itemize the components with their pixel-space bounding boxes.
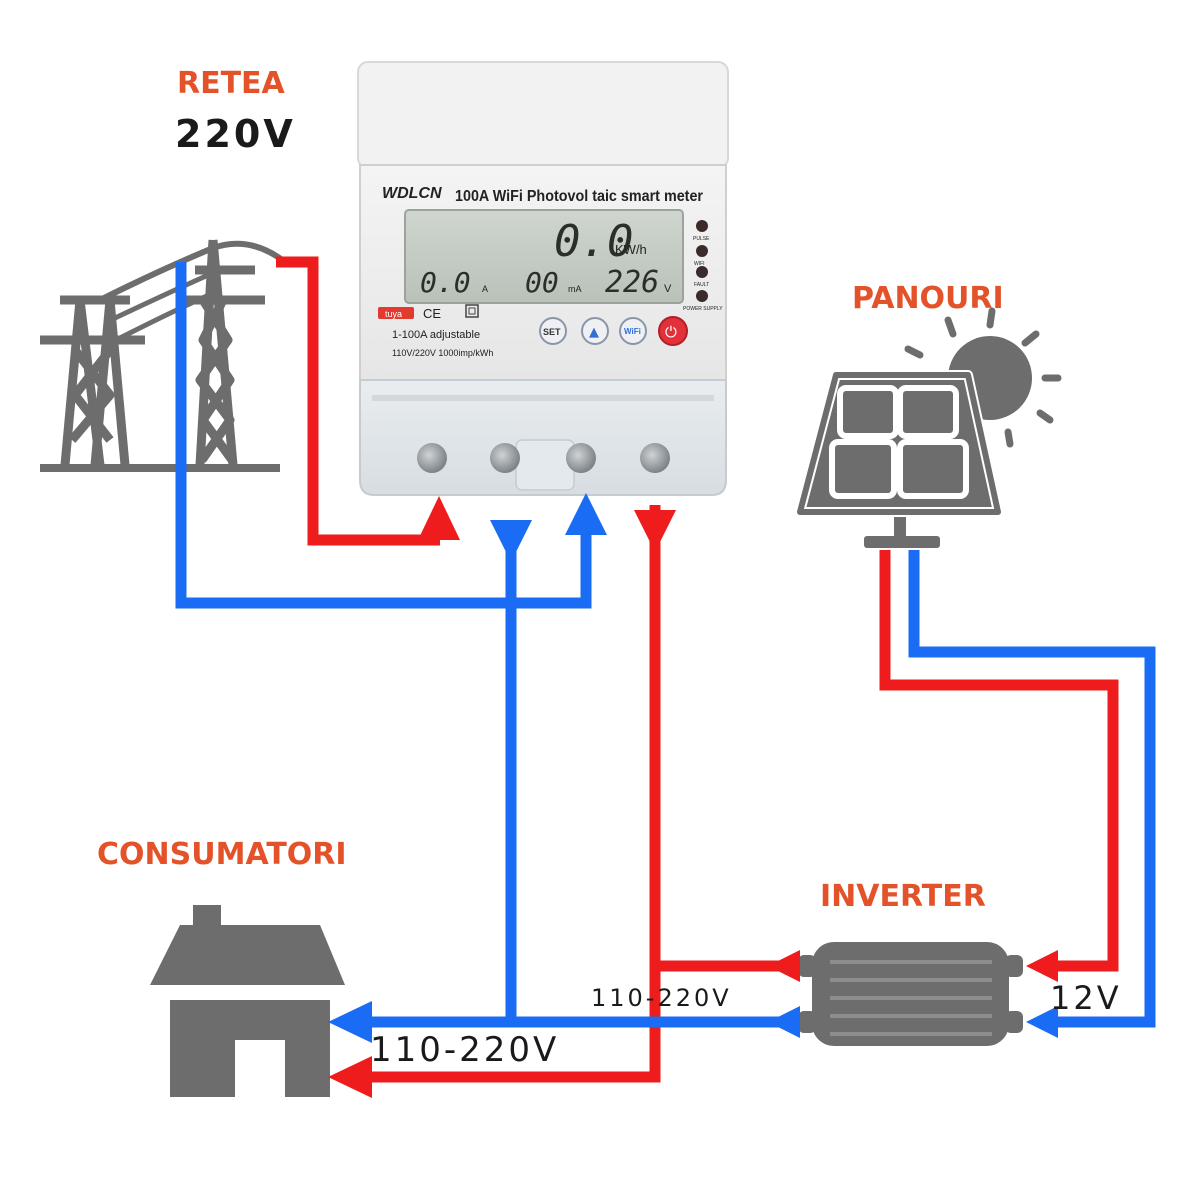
arrow-left-icon bbox=[768, 950, 800, 982]
house-icon bbox=[150, 905, 345, 1097]
voltage-label-lower: 110-220V bbox=[370, 1030, 559, 1070]
solar-panel-icon bbox=[795, 307, 1062, 548]
tuya-badge-label: tuya bbox=[385, 309, 402, 319]
spec-line-2: 110V/220V 1000imp/kWh bbox=[392, 348, 493, 358]
wifi-label: WIFI bbox=[694, 261, 705, 267]
meter-model: 100A WiFi Photovol taic smart meter bbox=[455, 188, 703, 205]
power-pylon-icon bbox=[40, 239, 287, 472]
grid-voltage: 220V bbox=[175, 112, 296, 156]
lcd-current-unit: A bbox=[482, 284, 488, 294]
pulse-led bbox=[696, 220, 708, 232]
cert-marks: CE bbox=[423, 306, 441, 321]
tuya-badge bbox=[378, 307, 414, 319]
fault-label: FAULT bbox=[694, 282, 709, 288]
indicator-leds: PULSE WIFI FAULT POWER SUPPLY bbox=[683, 220, 723, 312]
dc-voltage-label: 12V bbox=[1050, 979, 1122, 1017]
terminal-screw-3 bbox=[566, 443, 596, 473]
panel-dc-live-wire bbox=[879, 550, 1119, 972]
power-led bbox=[696, 290, 708, 302]
consumers-title: CONSUMATORI bbox=[97, 837, 347, 872]
power-button[interactable]: ⏻ bbox=[658, 316, 688, 346]
svg-text:▲: ▲ bbox=[589, 325, 599, 340]
load-live-wire bbox=[350, 505, 661, 1083]
lcd-energy-unit: KW/h bbox=[615, 242, 647, 257]
smart-meter: WDLCN 100A WiFi Photovol taic smart mete… bbox=[357, 61, 729, 496]
set-button[interactable]: SET bbox=[539, 317, 567, 345]
terminal-screw-1 bbox=[417, 443, 447, 473]
lcd-current: 0.0 bbox=[420, 266, 471, 299]
arrow-left-icon bbox=[768, 1006, 800, 1038]
power-label: POWER SUPPLY bbox=[683, 306, 723, 312]
wifi-led bbox=[696, 245, 708, 257]
wifi-button[interactable]: WiFi bbox=[619, 317, 647, 345]
grid-neutral-wire bbox=[175, 262, 592, 609]
grid-live-wire bbox=[276, 256, 440, 546]
fault-led bbox=[696, 266, 708, 278]
arrow-down-icon bbox=[634, 510, 676, 552]
pulse-label: PULSE bbox=[693, 236, 710, 242]
svg-text:WiFi: WiFi bbox=[624, 327, 641, 336]
arrow-left-icon bbox=[1026, 1006, 1058, 1038]
arrow-up-icon bbox=[418, 496, 460, 540]
inverter-title: INVERTER bbox=[820, 879, 986, 914]
svg-text:SET: SET bbox=[543, 327, 561, 337]
voltage-label-upper: 110-220V bbox=[591, 984, 732, 1012]
inverter-icon bbox=[798, 942, 1023, 1046]
terminal-screw-2 bbox=[490, 443, 520, 473]
terminal-screw-4 bbox=[640, 443, 670, 473]
arrow-left-icon bbox=[1026, 950, 1058, 982]
lcd-milli-unit: mA bbox=[568, 284, 582, 294]
up-button[interactable]: ▲ bbox=[581, 317, 609, 345]
grid-title: RETEA bbox=[177, 66, 286, 101]
lcd-voltage: 226 bbox=[605, 265, 659, 300]
lcd-voltage-unit: V bbox=[664, 283, 672, 295]
class-mark-icon bbox=[465, 304, 479, 318]
arrow-left-icon bbox=[328, 1001, 372, 1043]
lcd-screen bbox=[404, 209, 684, 304]
terminal-screws bbox=[417, 443, 670, 473]
panel-dc-neutral-wire bbox=[908, 550, 1156, 1028]
wires bbox=[175, 256, 1156, 1083]
flow-arrows bbox=[328, 493, 1058, 1098]
spec-line-1: 1-100A adjustable bbox=[392, 329, 480, 341]
lcd-milli: 00 bbox=[525, 266, 559, 299]
lcd-energy: 0.0 bbox=[554, 216, 633, 267]
panels-title: PANOURI bbox=[852, 281, 1004, 316]
meter-brand: WDLCN bbox=[382, 185, 442, 202]
arrow-left-icon bbox=[328, 1056, 372, 1098]
arrow-down-icon bbox=[490, 520, 532, 562]
svg-text:⏻: ⏻ bbox=[665, 323, 677, 341]
arrow-up-icon bbox=[565, 493, 607, 535]
